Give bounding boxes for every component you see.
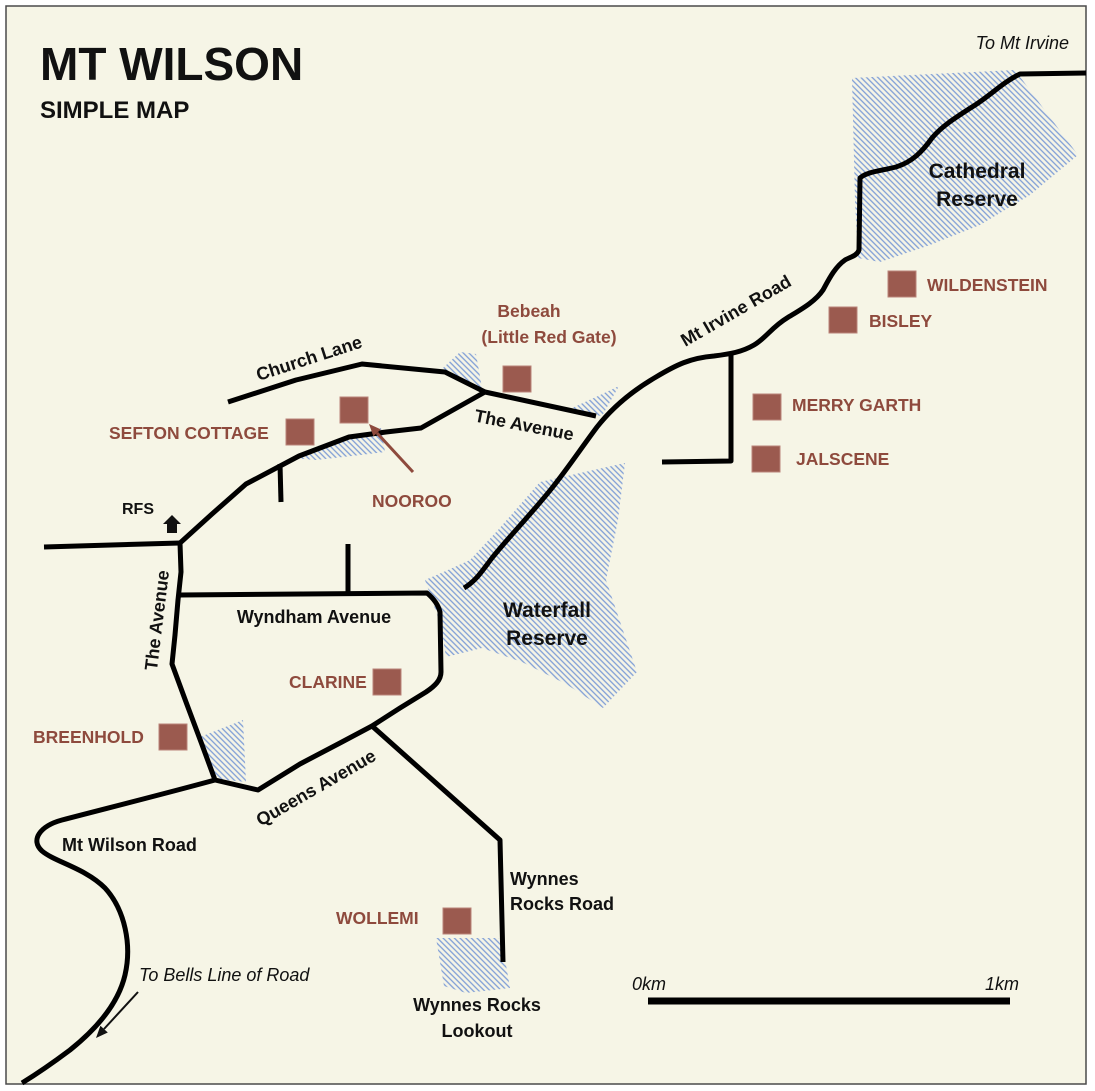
waterfall-reserve-label-line2: Reserve	[506, 627, 588, 650]
the-avenue-north	[484, 389, 597, 419]
jalscene-marker	[751, 445, 781, 473]
wynnes-rocks-road-label-line2: Rocks Road	[510, 894, 614, 914]
arrow-down-left-icon	[96, 991, 139, 1038]
church-lane-bush-area	[443, 352, 482, 388]
bisley-label: BISLEY	[869, 311, 933, 331]
cathedral-reserve-area	[852, 70, 1078, 262]
bells-direction-head	[96, 1025, 108, 1038]
waterfall-reserve-area	[425, 463, 637, 708]
wildenstein-marker	[887, 270, 917, 298]
breenhold-marker	[158, 723, 188, 751]
rfs-label: RFS	[122, 501, 154, 518]
bebeah-marker	[502, 365, 532, 393]
wynnes-rocks-lookout-label-line1: Wynnes Rocks	[413, 995, 541, 1015]
mt-wilson-road	[20, 777, 216, 1086]
wynnes-rocks-lookout-area	[436, 938, 510, 993]
clarine-label: CLARINE	[289, 672, 367, 692]
scale-bar: 0km 1km	[632, 974, 1019, 1005]
wynnes-rocks-road-label-line1: Wynnes	[510, 869, 579, 889]
church-lane	[227, 361, 487, 405]
map-title: MT WILSON	[40, 38, 303, 90]
breenhold-label: BREENHOLD	[33, 727, 144, 747]
property-markers	[158, 270, 917, 935]
cathedral-reserve-label-line1: Cathedral	[929, 160, 1026, 183]
sefton-cottage-label: SEFTON COTTAGE	[109, 423, 269, 443]
wildenstein-label: WILDENSTEIN	[927, 275, 1048, 295]
sefton-cottage-marker	[285, 418, 315, 446]
to-bells-line-label: To Bells Line of Road	[139, 965, 310, 985]
clarine-marker	[372, 668, 402, 696]
merry-garth-access-road	[661, 355, 734, 465]
nooroo-pointer-line	[375, 431, 415, 474]
bebeah-label-line2: (Little Red Gate)	[481, 327, 616, 347]
pointer-arrow-icon	[369, 424, 415, 474]
map-subtitle: SIMPLE MAP	[40, 97, 189, 124]
bisley-marker	[828, 306, 858, 334]
merry-garth-label: MERRY GARTH	[792, 395, 921, 415]
scale-start-label: 0km	[632, 974, 666, 994]
reserves	[200, 70, 1078, 993]
wollemi-label: WOLLEMI	[336, 908, 419, 928]
fire-station-arrow-icon	[163, 515, 181, 533]
waterfall-reserve-label-line1: Waterfall	[503, 599, 591, 622]
scale-end-label: 1km	[985, 974, 1019, 994]
nooroo-pointer-head	[369, 424, 381, 437]
jalscene-label: JALSCENE	[796, 449, 889, 469]
wyndham-queens-avenue-loop	[179, 590, 444, 793]
junction-bush-area	[572, 386, 619, 416]
mt-irvine-road	[462, 70, 1087, 591]
nooroo-label: NOOROO	[372, 491, 452, 511]
bebeah-label-line1: Bebeah	[497, 301, 560, 321]
nooroo-marker	[339, 396, 369, 424]
wyndham-avenue-label: Wyndham Avenue	[237, 607, 391, 627]
rfs-road	[43, 540, 181, 550]
mt-wilson-road-label: Mt Wilson Road	[62, 835, 197, 855]
merry-garth-marker	[752, 393, 782, 421]
cathedral-reserve-label-line2: Reserve	[936, 188, 1018, 211]
wynnes-rocks-lookout-label-line2: Lookout	[442, 1021, 513, 1041]
wynnes-rocks-road	[370, 724, 506, 963]
wollemi-marker	[442, 907, 472, 935]
bells-direction-line	[103, 991, 139, 1030]
sefton-stub-road	[277, 463, 284, 503]
to-mt-irvine-label: To Mt Irvine	[976, 33, 1069, 53]
